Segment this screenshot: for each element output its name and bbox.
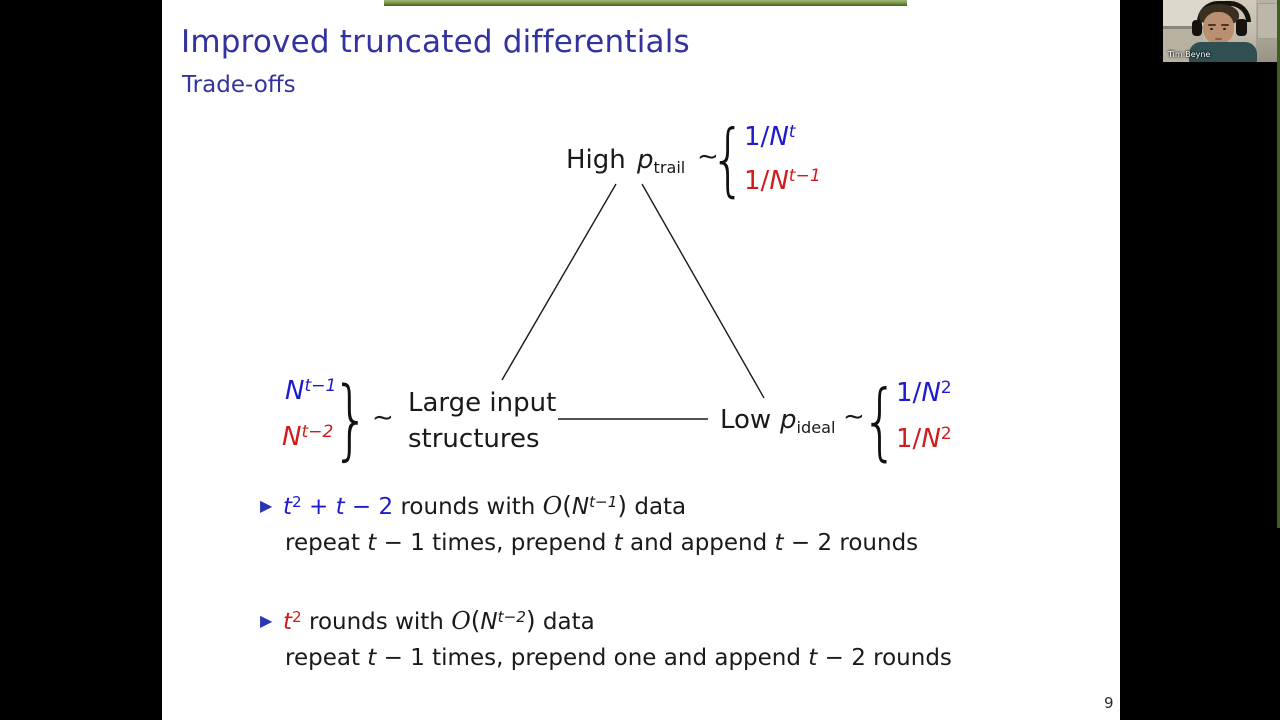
node-high-label: High xyxy=(566,146,626,175)
bullet2-line2: repeat t − 1 times, prepend one and appe… xyxy=(285,645,952,671)
person-torso xyxy=(1189,42,1257,62)
big-o-symbol: O xyxy=(451,607,471,635)
brace-right-node: { xyxy=(861,371,899,471)
p-subscript: trail xyxy=(653,157,686,177)
person-eye-left xyxy=(1210,28,1213,30)
page-number: 9 xyxy=(1104,694,1114,712)
triangle-edge-right xyxy=(641,183,765,399)
slide-title: Improved truncated differentials xyxy=(181,24,690,60)
high-word: High xyxy=(566,145,626,175)
person-eyebrow-right xyxy=(1221,24,1229,26)
person-mouth xyxy=(1215,38,1222,40)
bullet1-line2: repeat t − 1 times, prepend t and append… xyxy=(285,530,919,556)
letterbox-left xyxy=(0,0,162,720)
brace-left-node: } xyxy=(331,369,371,471)
left-blue-expression: Nt−1 xyxy=(285,376,337,406)
headphones-earcup-left-icon xyxy=(1192,20,1202,36)
p-symbol: p xyxy=(780,405,797,435)
p-subscript: ideal xyxy=(796,417,836,437)
right-red-expression: 1/N2 xyxy=(896,424,952,454)
webcam-background-panel xyxy=(1257,3,1280,39)
large-input-line2: structures xyxy=(408,424,540,454)
tilde-left: ∼ xyxy=(372,403,394,433)
node-low-label: Low xyxy=(720,405,772,435)
webcam-thumbnail: Tim Beyne xyxy=(1163,0,1280,62)
person-eyebrow-left xyxy=(1208,24,1216,26)
webcam-right-shade xyxy=(1256,0,1280,62)
letterbox-right xyxy=(1120,0,1280,720)
node-high-ptrail: ptrail xyxy=(637,145,686,177)
right-blue-expression: 1/N2 xyxy=(896,378,952,408)
slide-top-green-bar xyxy=(384,0,907,6)
headphones-earcup-right-icon xyxy=(1236,19,1247,36)
triangle-edge-left xyxy=(501,183,617,381)
left-red-expression: Nt−2 xyxy=(282,422,334,452)
brace-top: { xyxy=(710,114,746,207)
p-symbol: p xyxy=(637,145,654,175)
person-eye-right xyxy=(1223,28,1226,30)
top-red-expression: 1/Nt−1 xyxy=(744,166,821,196)
large-input-line1: Large input xyxy=(408,388,557,418)
slide-subtitle: Trade-offs xyxy=(182,72,296,98)
tilde-right: ∼ xyxy=(843,402,865,432)
bullet2-marker-icon: ▶ xyxy=(260,611,273,630)
bullet2-head-expression: t2 xyxy=(283,608,302,635)
right-edge-green-line xyxy=(1277,0,1280,528)
bullet1-marker-icon: ▶ xyxy=(260,496,273,515)
top-blue-expression: 1/Nt xyxy=(744,122,796,152)
bullet1-head-expression: t2 + t − 2 xyxy=(283,493,394,520)
big-o-symbol: O xyxy=(542,492,563,520)
tilde-top: ∼ xyxy=(697,142,719,172)
webcam-name-label: Tim Beyne xyxy=(1168,50,1211,59)
bullet1-line1: t2 + t − 2 rounds with O(Nt−1) data xyxy=(283,491,687,520)
node-low-pideal: pideal xyxy=(780,405,836,437)
bullet2-line1: t2 rounds with O(Nt−2) data xyxy=(283,606,595,635)
